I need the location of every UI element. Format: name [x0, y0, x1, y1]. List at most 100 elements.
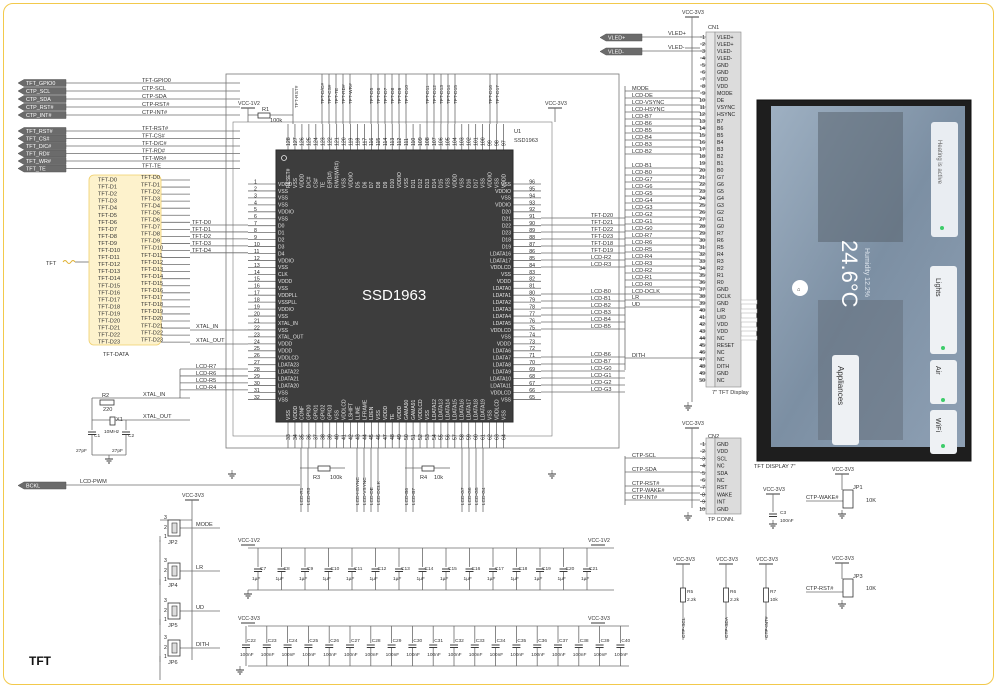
c3-value: 100nF: [780, 518, 794, 524]
pin-number: 109: [418, 137, 424, 146]
cap-value: 100nF: [302, 652, 316, 658]
cap-value: 1µF: [464, 576, 472, 582]
net-label: TFT-CS#: [327, 84, 333, 104]
pin-number: 53: [425, 434, 431, 440]
cn1-pin-signal: DCLK: [717, 294, 731, 300]
pin-number: 124: [314, 137, 320, 146]
bus-net-label: TFT-D6: [141, 218, 160, 224]
pin-number: 126: [300, 137, 306, 146]
pin-number: 60: [473, 434, 479, 440]
status-dot: [941, 398, 945, 402]
port-vled-minus[interactable]: [599, 47, 643, 56]
bus-net-label: TFT-D17: [141, 295, 163, 301]
pin-signal: GPIO0: [307, 404, 313, 420]
net-label: LCD-G1: [591, 373, 612, 379]
pin-number: 16: [254, 284, 260, 290]
net-label: LCD-B4: [591, 317, 611, 323]
pin-number: 42: [348, 434, 354, 440]
net-label: LCD-B1: [591, 296, 611, 302]
cn2-pin-signal: GND: [717, 507, 729, 513]
pullup-value: 10k: [770, 597, 778, 603]
port-ctp-scl[interactable]: [17, 87, 67, 95]
port-tft-rd#[interactable]: [17, 149, 67, 158]
cn2-pin-number: 3: [702, 456, 705, 462]
cn2-pin-signal: SCL: [717, 456, 727, 462]
cn1-pin-number: 5: [702, 63, 705, 69]
r4-ref: R4: [420, 475, 427, 481]
net-label: LCD-R0: [306, 487, 312, 505]
cap-ref: C33: [476, 638, 485, 644]
pin-signal: LDATA14: [446, 399, 452, 420]
port-tft-te[interactable]: [17, 164, 67, 173]
cn1-net-label: LR: [632, 295, 639, 301]
port-tft-gpio0[interactable]: [17, 79, 67, 87]
pin-number: 13: [254, 263, 260, 269]
pin-number: 83: [529, 270, 535, 276]
pin-number: 113: [390, 138, 396, 146]
pin-signal: D23: [502, 230, 511, 236]
net-label: TFT-D8: [390, 87, 396, 104]
pin-signal: D20: [502, 210, 511, 216]
pin-signal: VDDD: [397, 405, 403, 420]
bus-net-label: TFT-D11: [141, 253, 163, 259]
cap-value: 100nF: [240, 652, 254, 658]
cap-ref: C21: [589, 566, 598, 572]
pin-signal: VDDLCD: [341, 399, 347, 420]
port-bckl[interactable]: [17, 481, 67, 490]
port-vled-plus[interactable]: [599, 33, 643, 42]
pin-number: 62: [487, 434, 493, 440]
screen-photo-area: [818, 300, 903, 440]
cap-value: 1µF: [252, 576, 260, 582]
pin-signal: LDATA23: [278, 363, 299, 369]
bus-net-label: TFT-D16: [141, 288, 163, 294]
pin-number: 14: [254, 270, 260, 276]
pin-number: 12: [254, 256, 260, 262]
port-ctp-sda[interactable]: [17, 95, 67, 103]
pin-number: 97: [501, 140, 507, 146]
bus-line-label: TFT-D15: [98, 283, 120, 289]
port-ctp-rst#[interactable]: [17, 103, 67, 111]
bus-line-label: TFT-D17: [98, 297, 120, 303]
cn1-pin-signal: GND: [717, 371, 729, 377]
display-label: TFT DISPLAY 7": [754, 464, 795, 470]
ribbon-trace: [740, 299, 758, 305]
pin-number: 68: [529, 374, 535, 380]
pin-signal: LDATA13: [439, 399, 445, 420]
net-label: TFT-D9: [397, 87, 403, 104]
cn1-pin-number: 41: [699, 315, 705, 321]
cn1-pin-signal: B5: [717, 133, 723, 139]
port-ctp-int#[interactable]: [17, 111, 67, 119]
bus-line-label: TFT-D1: [98, 185, 117, 191]
jumper-net-label: DITH: [196, 642, 209, 648]
port-label: VLED+: [608, 35, 625, 41]
cn1-pin-number: 6: [702, 70, 705, 76]
pin-signal: VDDD: [501, 173, 507, 188]
tile-label-appliances: Appliances: [836, 366, 845, 405]
pin-number: 28: [254, 367, 260, 373]
bus-line-label: TFT-D21: [98, 326, 120, 332]
cn1-pin-signal: B2: [717, 154, 723, 160]
pin-signal: D6: [362, 181, 368, 188]
port-tft-cs#[interactable]: [17, 134, 67, 143]
net-label: TFT-D17: [495, 85, 501, 104]
cap-ref: C18: [519, 566, 528, 572]
port-tft-rst#[interactable]: [17, 127, 67, 135]
cn1-net-label: LCD-R6: [632, 240, 652, 246]
pin-number: 41: [341, 434, 347, 440]
port-tft-d/c#[interactable]: [17, 142, 67, 150]
net-label: TFT-D21: [591, 220, 613, 226]
port-tft-wr#[interactable]: [17, 157, 67, 165]
pin-number: 4: [254, 200, 257, 206]
net-label: TFT-D16: [488, 85, 494, 104]
bus-line-label: TFT-D2: [98, 192, 117, 198]
cn1-net-label: LCD-R1: [632, 275, 652, 281]
cap-ref: C27: [351, 638, 360, 644]
bus-line-label: TFT-D8: [98, 234, 117, 240]
pin-signal: LDATA15: [453, 399, 459, 420]
ribbon-trace: [740, 308, 758, 314]
cn1-pin-number: 2: [702, 42, 705, 48]
net-label: TFT-D22: [591, 227, 613, 233]
jp1-ref: JP1: [853, 485, 863, 491]
screen-home-button[interactable]: [792, 280, 808, 296]
cap-ref: C38: [580, 638, 589, 644]
